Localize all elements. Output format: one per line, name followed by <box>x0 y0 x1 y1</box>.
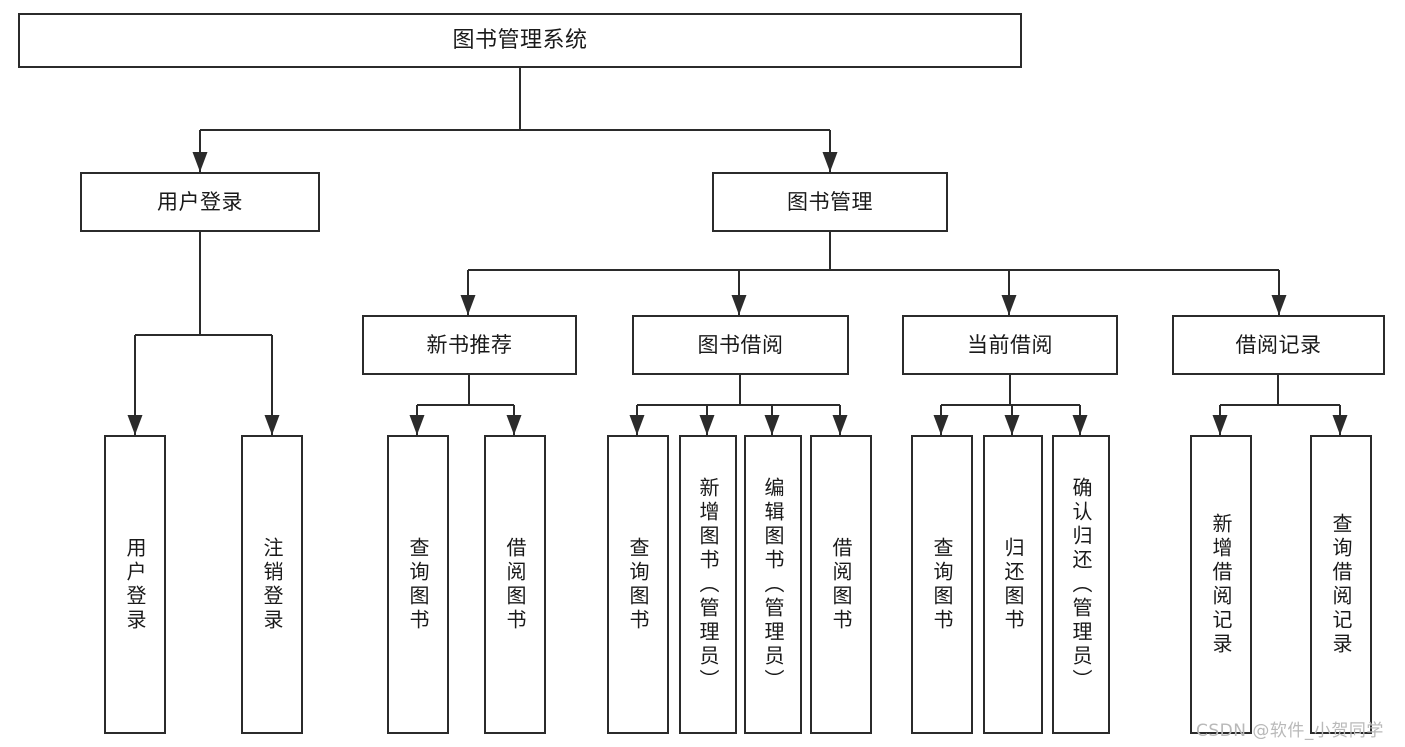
leaf-confirm-return[interactable]: 确认归还（管理员） <box>1052 435 1110 734</box>
node-book-management-label: 图书管理 <box>787 189 873 214</box>
node-user-login-label: 用户登录 <box>157 189 243 214</box>
leaf-user-login[interactable]: 用户登录 <box>104 435 166 734</box>
node-borrow-record[interactable]: 借阅记录 <box>1172 315 1385 375</box>
leaf-query-book-1-label: 查询图书 <box>406 536 430 633</box>
leaf-borrow-book-2[interactable]: 借阅图书 <box>810 435 872 734</box>
node-new-book-recommend-label: 新书推荐 <box>426 332 513 357</box>
leaf-edit-book[interactable]: 编辑图书（管理员） <box>744 435 802 734</box>
node-borrow-record-label: 借阅记录 <box>1235 332 1322 357</box>
leaf-user-login-label: 用户登录 <box>123 536 147 633</box>
leaf-query-book-2-label: 查询图书 <box>626 536 650 633</box>
leaf-query-borrow-record-label: 查询借阅记录 <box>1329 512 1353 657</box>
csdn-watermark: CSDN @软件_小贺同学 <box>1196 721 1384 741</box>
node-new-book-recommend[interactable]: 新书推荐 <box>362 315 577 375</box>
leaf-query-book-2[interactable]: 查询图书 <box>607 435 669 734</box>
leaf-borrow-book-2-label: 借阅图书 <box>829 536 853 633</box>
leaf-borrow-book-1-label: 借阅图书 <box>503 536 527 633</box>
node-root-label: 图书管理系统 <box>452 27 588 53</box>
leaf-return-book[interactable]: 归还图书 <box>983 435 1043 734</box>
leaf-add-borrow-record-label: 新增借阅记录 <box>1209 512 1233 657</box>
node-book-management[interactable]: 图书管理 <box>712 172 948 232</box>
leaf-confirm-return-label: 确认归还（管理员） <box>1069 476 1093 693</box>
leaf-add-book-label: 新增图书（管理员） <box>696 476 720 693</box>
node-current-borrow-label: 当前借阅 <box>967 332 1053 357</box>
leaf-user-logout-label: 注销登录 <box>260 536 284 633</box>
leaf-return-book-label: 归还图书 <box>1001 536 1025 633</box>
node-book-borrow[interactable]: 图书借阅 <box>632 315 849 375</box>
node-book-borrow-label: 图书借阅 <box>697 332 784 357</box>
node-root[interactable]: 图书管理系统 <box>18 13 1022 68</box>
leaf-user-logout[interactable]: 注销登录 <box>241 435 303 734</box>
leaf-add-book[interactable]: 新增图书（管理员） <box>679 435 737 734</box>
leaf-query-borrow-record[interactable]: 查询借阅记录 <box>1310 435 1372 734</box>
node-user-login[interactable]: 用户登录 <box>80 172 320 232</box>
leaf-edit-book-label: 编辑图书（管理员） <box>761 476 785 693</box>
leaf-query-book-3-label: 查询图书 <box>930 536 954 633</box>
node-current-borrow[interactable]: 当前借阅 <box>902 315 1118 375</box>
leaf-add-borrow-record[interactable]: 新增借阅记录 <box>1190 435 1252 734</box>
leaf-query-book-1[interactable]: 查询图书 <box>387 435 449 734</box>
leaf-borrow-book-1[interactable]: 借阅图书 <box>484 435 546 734</box>
leaf-query-book-3[interactable]: 查询图书 <box>911 435 973 734</box>
